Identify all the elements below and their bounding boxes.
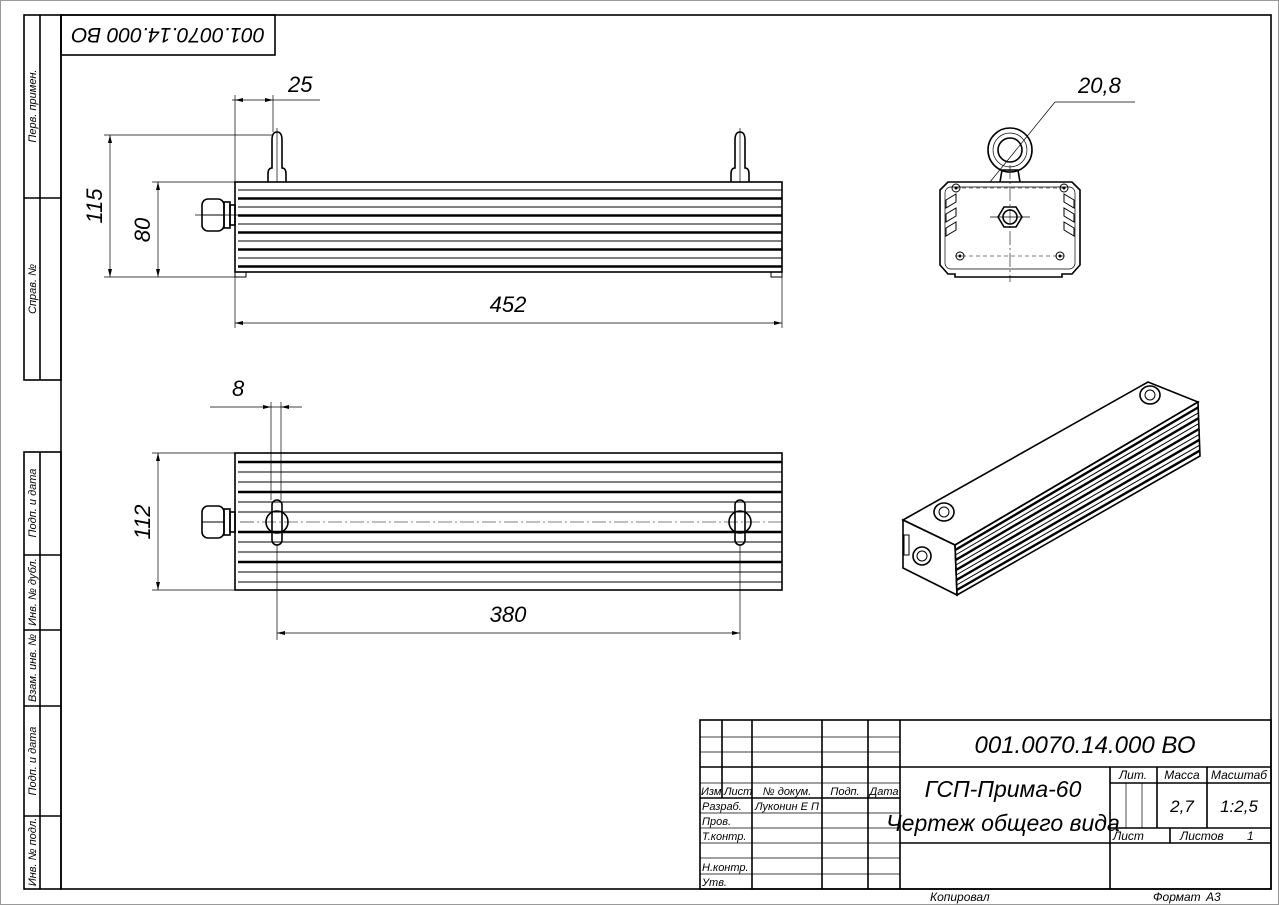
rotated-designation-stamp: 001.0070.14.000 ВО — [60, 14, 276, 56]
role-prov: Пров. — [702, 816, 731, 828]
mount-left — [265, 499, 289, 546]
heatsink-rib — [955, 423, 1200, 566]
cable-gland — [195, 198, 240, 232]
cable-gland-top — [201, 505, 236, 539]
dim-top-mount-spacing: 380 — [490, 602, 527, 627]
heatsink-rib — [956, 444, 1200, 586]
format-value: А3 — [1205, 890, 1221, 904]
role-nkontr: Н.контр. — [702, 862, 749, 874]
strip-vzam-inv: Взам. инв. № — [27, 634, 39, 702]
role-razrab: Разраб. — [702, 801, 742, 813]
heatsink-rib — [955, 433, 1200, 576]
dim-top-width: 112 — [130, 504, 155, 539]
designation-rotated: 001.0070.14.000 ВО — [71, 23, 264, 46]
dim-front-body-height: 80 — [130, 217, 155, 242]
mass-label: Масса — [1164, 768, 1200, 782]
eyebolt — [987, 127, 1033, 173]
dim-front-total-height: 115 — [82, 188, 107, 224]
designation: 001.0070.14.000 ВО — [975, 732, 1196, 759]
scale-value: 1:2,5 — [1220, 797, 1258, 816]
hdr-list: Лист — [723, 786, 752, 798]
heatsink-rib — [954, 406, 1199, 552]
copied-label: Копировал — [930, 890, 990, 904]
sheets-label: Листов — [1179, 829, 1224, 843]
format-label: Формат — [1153, 890, 1201, 904]
heatsink-rib — [955, 412, 1199, 556]
side-strip: Перв. примен. Справ. № Подп. и дата Инв.… — [23, 14, 62, 890]
dim-front-offset: 25 — [287, 72, 313, 97]
hdr-izm: Изм — [701, 786, 722, 798]
end-view: 20,8 — [939, 73, 1135, 282]
lit-label: Лит. — [1118, 768, 1147, 782]
heatsink-rib — [954, 417, 1200, 562]
dim-front-length: 452 — [490, 292, 527, 317]
heatsink-rib — [955, 427, 1200, 572]
strip-sprav-no: Справ. № — [27, 264, 39, 314]
strip-inv-podl: Инв. № подл. — [27, 818, 39, 886]
hdr-data: Дата — [867, 786, 898, 798]
strip-inv-dubl: Инв. № дубл. — [27, 558, 39, 626]
role-tkontr: Т.контр. — [702, 831, 746, 843]
front-view: 25 115 80 452 — [82, 72, 783, 328]
hdr-doc-no: № докум. — [763, 786, 811, 798]
strip-podp-data-2: Подп. и дата — [27, 727, 39, 796]
mass-value: 2,7 — [1169, 797, 1194, 816]
heatsink-rib — [955, 438, 1200, 582]
dim-top-offset: 8 — [232, 376, 245, 401]
strip-podp-data-1: Подп. и дата — [27, 469, 39, 538]
title-block: Изм Лист № докум. Подп. Дата Разраб. Лук… — [699, 719, 1272, 890]
strip-perv-primen: Перв. примен. — [27, 69, 39, 142]
dim-eyebolt-diameter: 20,8 — [1077, 73, 1122, 98]
developer-name: Луконин Е П — [754, 801, 819, 813]
product-name: ГСП-Прима-60 — [925, 776, 1082, 802]
sheets-value: 1 — [1247, 829, 1254, 843]
hdr-podp: Подп. — [830, 786, 859, 798]
top-view: 8 112 380 — [130, 376, 785, 640]
sheet-label: Лист — [1112, 829, 1144, 843]
mount-right — [728, 499, 752, 546]
heatsink-rib — [956, 449, 1201, 592]
isometric-view — [901, 381, 1201, 597]
role-utv: Утв. — [701, 877, 727, 889]
document-title: Чертеж общего вида — [886, 810, 1120, 836]
scale-label: Масштаб — [1211, 768, 1268, 782]
